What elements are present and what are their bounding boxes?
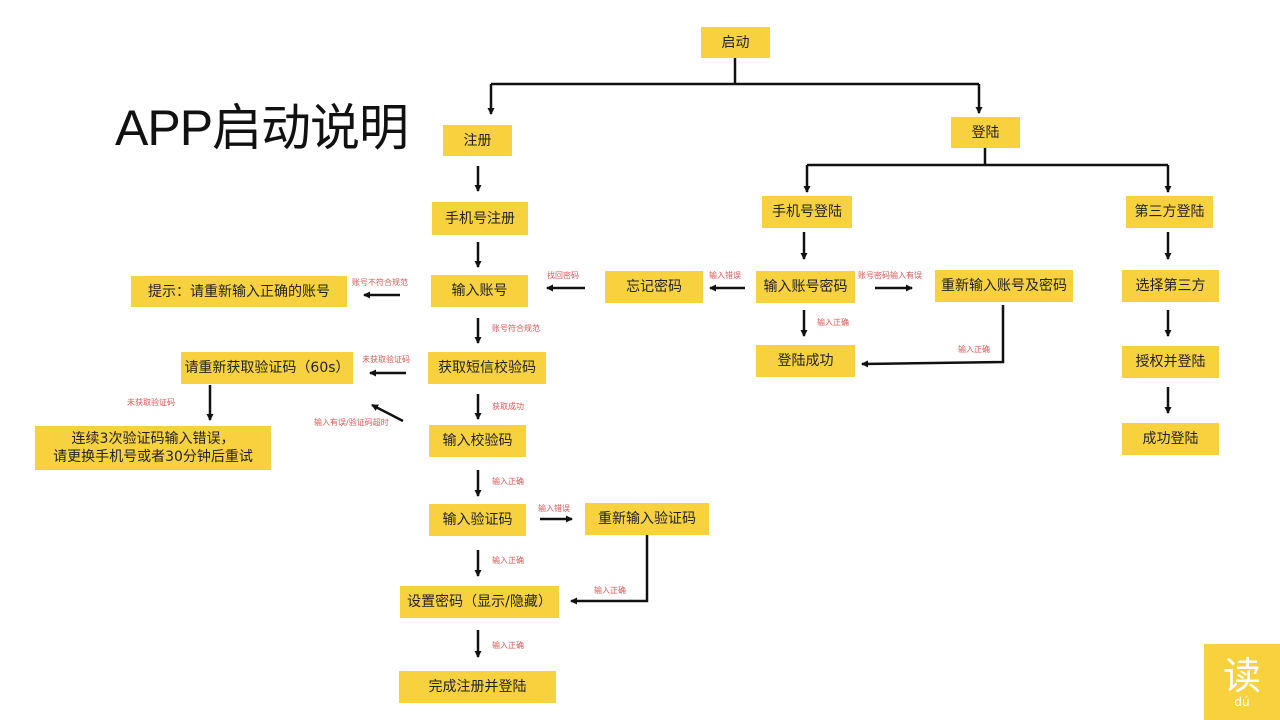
label-account-valid: 账号符合规范	[492, 324, 540, 333]
label-input-correct-1: 输入正确	[492, 477, 524, 486]
node-input-account-password: 输入账号密码	[756, 271, 855, 303]
label-get-success: 获取成功	[492, 402, 524, 411]
label-input-correct-3: 输入正确	[594, 586, 626, 595]
label-input-wrong-1: 输入错误	[538, 504, 570, 513]
node-input-check-code: 输入校验码	[429, 425, 526, 457]
node-success-login: 成功登陆	[1122, 423, 1219, 455]
label-account-invalid: 账号不符合规范	[352, 278, 408, 287]
node-phone-register: 手机号注册	[432, 202, 528, 235]
node-finish-register: 完成注册并登陆	[399, 671, 556, 703]
node-reinput-account-password: 重新输入账号及密码	[935, 270, 1073, 302]
label-not-get-code-1: 未获取验证码	[362, 355, 410, 364]
node-code-error: 连续3次验证码输入错误， 请更换手机号或者30分钟后重试	[35, 426, 271, 470]
logo-pinyin: dú	[1234, 695, 1250, 709]
label-input-correct-5: 输入正确	[817, 318, 849, 327]
node-code-error-line2: 请更换手机号或者30分钟后重试	[53, 449, 253, 465]
node-get-sms-code: 获取短信校验码	[428, 352, 546, 384]
label-input-wrong-2: 输入错误	[709, 271, 741, 280]
node-forgot-password: 忘记密码	[605, 271, 703, 303]
node-start: 启动	[701, 27, 770, 58]
arrow-reinput-password	[570, 535, 649, 605]
label-not-get-code-2: 未获取验证码	[127, 398, 175, 407]
node-authorize-login: 授权并登陆	[1122, 346, 1219, 378]
label-code-wrong-timeout: 输入有误/验证码超时	[314, 418, 389, 427]
node-reget-code: 请重新获取验证码（60s）	[181, 352, 353, 384]
arrow-check-sms	[371, 403, 404, 423]
node-choose-third: 选择第三方	[1122, 270, 1219, 302]
node-login: 登陆	[951, 117, 1020, 148]
node-reinput-verify-code: 重新输入验证码	[585, 503, 709, 535]
brand-logo: 读 dú	[1204, 644, 1280, 720]
node-set-password: 设置密码（显示/隐藏）	[400, 586, 559, 618]
node-input-account: 输入账号	[431, 275, 528, 307]
label-find-password: 找回密码	[547, 271, 579, 280]
label-input-correct-4: 输入正确	[492, 641, 524, 650]
node-input-verify-code: 输入验证码	[429, 504, 526, 536]
arrow-reinput-success	[861, 305, 1005, 368]
label-input-correct-2: 输入正确	[492, 556, 524, 565]
node-account-hint: 提示：请重新输入正确的账号	[131, 276, 347, 307]
page-title: APP启动说明	[115, 100, 409, 156]
logo-glyph: 读	[1222, 654, 1261, 698]
node-register: 注册	[443, 125, 512, 156]
label-account-password-wrong: 账号密码输入有误	[858, 271, 922, 280]
node-code-error-line1: 连续3次验证码输入错误，	[71, 431, 235, 447]
label-input-correct-6: 输入正确	[958, 345, 990, 354]
node-third-login: 第三方登陆	[1126, 196, 1213, 228]
node-phone-login: 手机号登陆	[762, 196, 852, 228]
node-login-success: 登陆成功	[756, 345, 855, 377]
